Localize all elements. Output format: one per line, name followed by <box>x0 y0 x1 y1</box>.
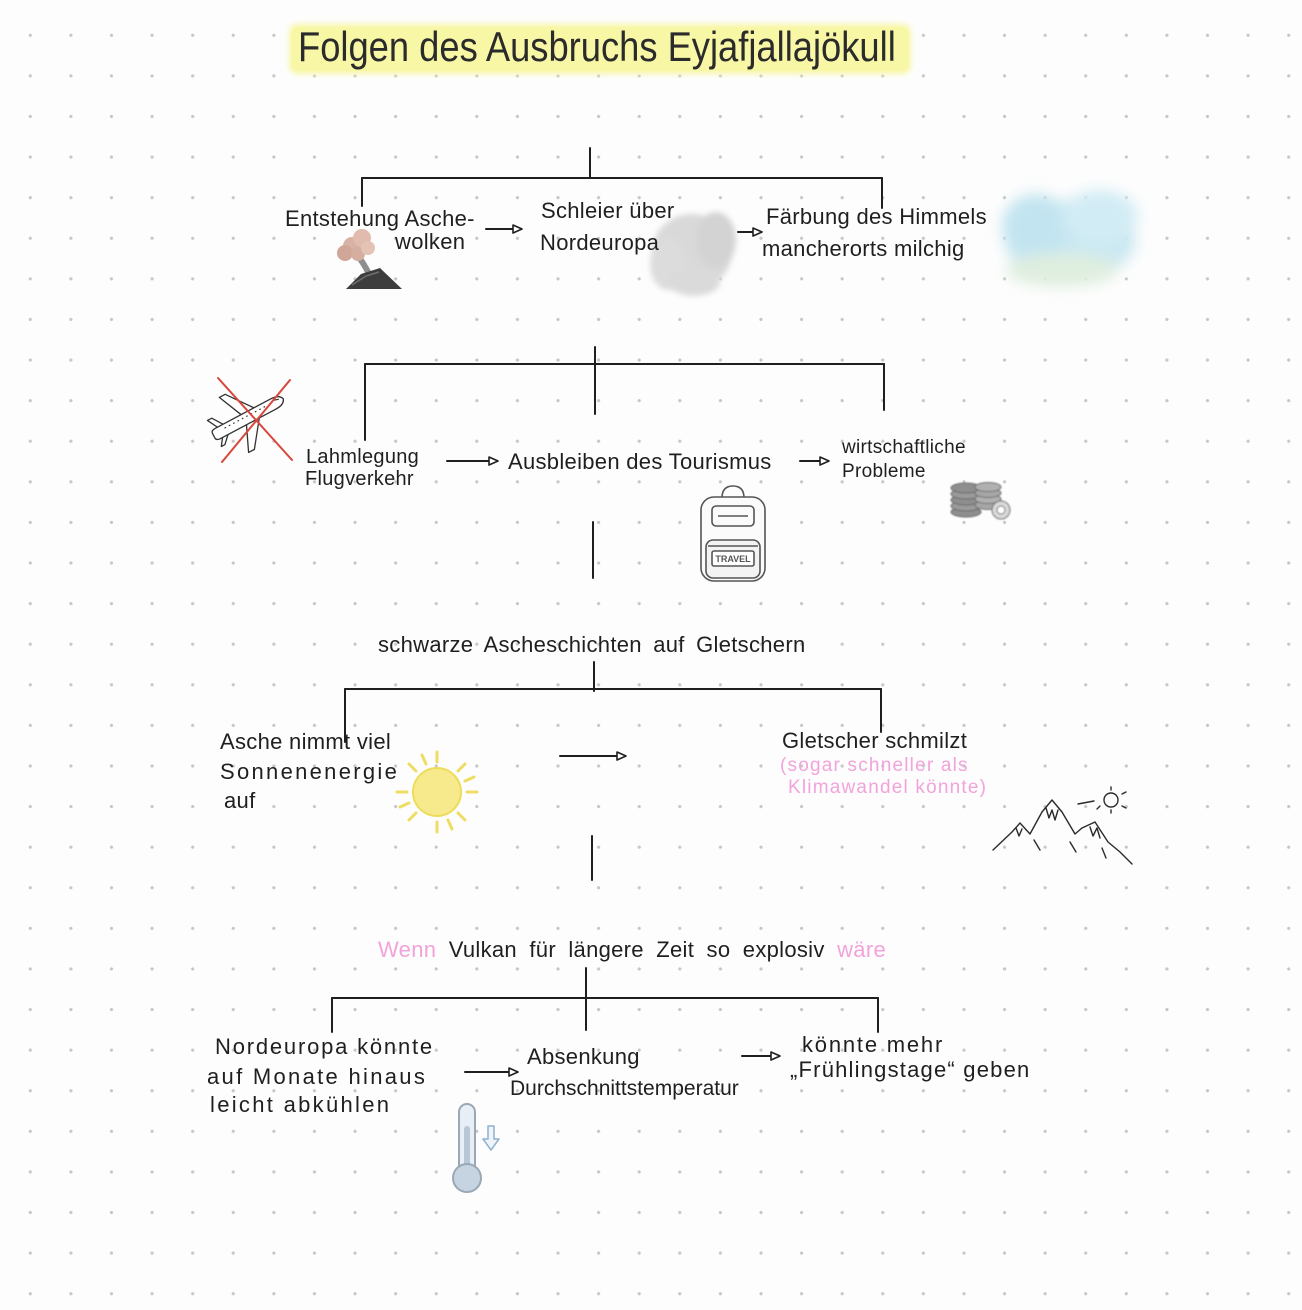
coin-front-center <box>996 505 1006 515</box>
airplane-icon <box>206 393 285 454</box>
backpack-label-patch <box>711 550 755 567</box>
red-cross-line <box>221 379 291 463</box>
sun-icon <box>395 750 479 834</box>
red-cross-line <box>217 377 293 461</box>
airplane-fuselage <box>211 396 285 441</box>
sun-ray <box>407 762 418 773</box>
sky-discoloration-label: Färbung des Himmels <box>766 204 987 229</box>
crossed-airplane-icon <box>206 377 293 463</box>
gray-cloud-icon <box>650 212 736 296</box>
backpack-handle <box>721 485 745 499</box>
cloud-puff <box>668 268 720 296</box>
mountain-snow-line <box>1015 827 1023 837</box>
cloud-puff <box>1062 190 1138 242</box>
sun-disc <box>412 767 462 817</box>
sun-ray <box>420 753 428 766</box>
more-spring-days-label: „Frühlingstage“ geben <box>790 1057 1031 1082</box>
sun-ray <box>456 762 467 773</box>
volcano-icon <box>337 229 402 289</box>
airplane-windows <box>224 405 267 429</box>
temperature-drop-label: Durchschnittstemperatur <box>510 1077 739 1100</box>
ash-plume <box>361 241 375 255</box>
sun-ray <box>456 811 467 822</box>
sky-discoloration-label: mancherorts milchig <box>762 236 965 261</box>
scenario-main: Vulkan für längere Zeit so explosiv <box>448 937 825 962</box>
glacier-melting-note: Klimawandel könnte) <box>788 777 988 798</box>
veil-over-northern-europe-label: Schleier über <box>541 198 675 223</box>
northern-europe-cooling-label: Nordeuropa könnte <box>215 1034 434 1059</box>
coin <box>974 482 1002 492</box>
ash-cloud-formation-label: Entstehung Asche- <box>285 206 475 231</box>
down-arrow-icon <box>482 1125 500 1151</box>
scenario-suffix: wäre <box>837 937 886 962</box>
cloud-puff <box>1002 194 1070 258</box>
northern-europe-cooling-label: leicht abkühlen <box>210 1092 392 1117</box>
economic-problems-label: wirtschaftliche <box>842 437 966 458</box>
scenario-prefix: Wenn <box>378 937 437 962</box>
solar-absorption-label: auf <box>224 788 256 813</box>
solar-absorption-label: Asche nimmt viel <box>220 729 392 754</box>
sun-ray <box>407 811 418 822</box>
backpack-top-pocket <box>711 505 755 527</box>
glacier-melting-note: (sogar schneller als <box>780 755 969 776</box>
sun-ray <box>463 775 476 783</box>
ash-cloud-formation-label: wolken <box>395 229 466 254</box>
mountain-outline <box>992 799 1133 865</box>
glacier-melting-label: Gletscher schmilzt <box>782 728 968 753</box>
tourism-loss-label: Ausbleiben des Tourismus <box>508 449 772 474</box>
page-title: Folgen des Ausbruchs Eyjafjallajökull <box>298 23 896 70</box>
sun-ray <box>446 818 454 831</box>
ash-layers-heading: schwarze Ascheschichten auf Gletschern <box>378 632 806 657</box>
mountain-snow-line <box>1089 826 1101 839</box>
mountain-snow-line <box>1045 807 1059 821</box>
milky-sky-cloud-icon <box>1002 190 1138 287</box>
eruption-scenario-heading: Wenn Vulkan für längere Zeit so explosiv… <box>378 936 886 964</box>
northern-europe-cooling-label: auf Monate hinaus <box>207 1064 428 1089</box>
title-highlight <box>292 27 908 71</box>
economic-problems-label: Probleme <box>842 461 926 482</box>
air-traffic-halt-label: Lahmlegung <box>306 446 420 468</box>
cloud-puff <box>1006 253 1118 287</box>
air-traffic-halt-label: Flugverkehr <box>305 468 414 490</box>
small-sun <box>1103 792 1119 808</box>
horizon-dash <box>1077 800 1095 805</box>
small-sun-rays <box>1096 786 1127 814</box>
volcano-ridge <box>351 271 380 286</box>
thermometer-down-icon <box>452 1103 500 1193</box>
sun-ray <box>398 801 411 809</box>
backpack-label: TRAVEL <box>715 554 751 564</box>
volcano-cone <box>346 268 402 289</box>
travel-backpack-icon: TRAVEL <box>700 485 766 582</box>
temperature-drop-label: Absenkung <box>527 1044 640 1069</box>
solar-absorption-label: Sonnenenergie <box>220 759 400 784</box>
thermometer-bulb <box>452 1163 482 1193</box>
cloud-puff <box>696 212 736 268</box>
veil-over-northern-europe-label: Nordeuropa <box>540 230 660 255</box>
coins-icon <box>950 482 1011 520</box>
mountains-sun-icon <box>992 786 1133 865</box>
ash-plume <box>337 245 353 261</box>
mountain-ridge-line <box>1033 839 1107 859</box>
more-spring-days-label: könnte mehr <box>802 1032 945 1057</box>
